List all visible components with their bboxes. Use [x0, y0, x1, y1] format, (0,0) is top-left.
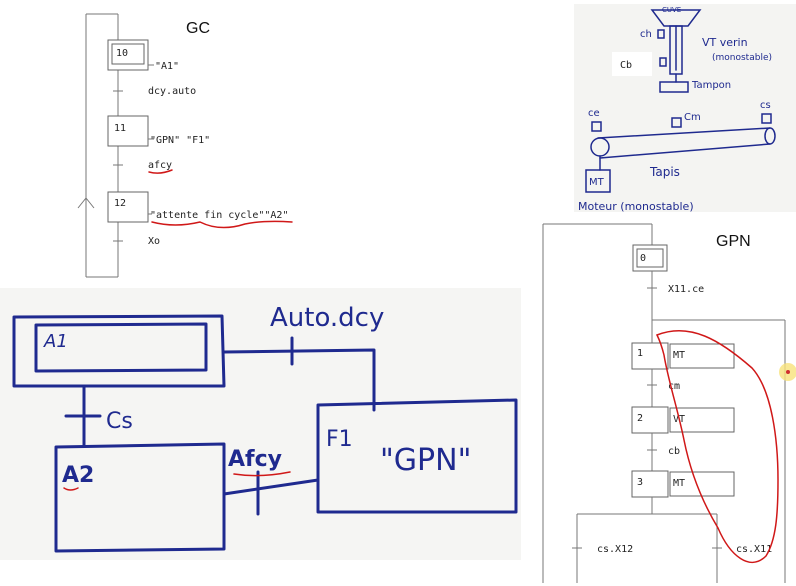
- sketch-f1-label: F1: [326, 427, 353, 452]
- system-ch-label: ch: [640, 29, 652, 40]
- system-tapis-label: Tapis: [649, 165, 680, 179]
- gpn-transition-5: cs.X11: [736, 544, 772, 555]
- sketch-label-auto-dcy: Auto.dcy: [270, 303, 384, 333]
- gc-step-11-action: "GPN" "F1": [150, 135, 210, 146]
- system-cs-sensor: [761, 113, 772, 124]
- gc-step-10-action: "A1": [155, 61, 179, 72]
- system-vt-sub: (monostable): [712, 53, 772, 63]
- system-tank-label: CUVE: [662, 6, 681, 14]
- gpn-red-highlight: [655, 330, 779, 563]
- gc-step-12-num: 12: [114, 198, 126, 209]
- gc-step-12-action: "attente fin cycle""A2": [150, 210, 288, 221]
- gpn-step-2-num: 2: [637, 413, 643, 424]
- system-tank: [650, 9, 702, 27]
- system-motor: [585, 169, 611, 193]
- sketch-a1-label: A1: [43, 331, 68, 352]
- gpn-step-3: [631, 470, 669, 498]
- gpn-action-3-text: MT: [673, 478, 685, 489]
- system-tampon: [659, 81, 689, 93]
- system-sketch: CUVE ch Cb VT verin (monostable) Tampon …: [574, 4, 796, 213]
- gpn-transition-3: cb: [668, 446, 680, 457]
- gpn-action-3: [669, 471, 735, 497]
- system-conveyor: [597, 127, 771, 159]
- sketch-label-cs: Cs: [106, 409, 133, 434]
- gc-underline-afcy: [148, 169, 173, 174]
- gc-step-11: [107, 115, 149, 147]
- gpn-action-1-text: MT: [673, 350, 685, 361]
- system-cm-label: Cm: [684, 112, 701, 123]
- gc-transition-1: dcy.auto: [148, 86, 196, 97]
- gpn-transition-1: X11.ce: [668, 284, 704, 295]
- gc-step-10-num: 10: [116, 48, 128, 59]
- gpn-step-0-num: 0: [640, 253, 646, 264]
- sketch-paper: [0, 288, 521, 560]
- system-cm-sensor: [671, 117, 682, 128]
- gpn-step-2: [631, 406, 669, 434]
- sketch-f1-action: "GPN": [380, 443, 471, 478]
- sketch-box-f1: [316, 398, 518, 514]
- gc-title: GC: [186, 20, 210, 37]
- sketch-box-a1-inner: [34, 322, 208, 373]
- sketch-box-a2: [54, 442, 226, 553]
- system-paper: [574, 4, 796, 212]
- system-vt-label: VT verin: [702, 36, 748, 49]
- system-ce-sensor: [591, 121, 602, 132]
- gpn-grafcet: GPN 0 X11.ce 1 MT cm 2 VT cb 3: [542, 223, 796, 583]
- gpn-step-1-num: 1: [637, 348, 643, 359]
- system-ce-label: ce: [588, 108, 600, 119]
- system-cs-label: cs: [760, 100, 771, 111]
- gpn-action-1: [669, 343, 735, 369]
- gpn-transition-2: cm: [668, 381, 680, 392]
- gc-grafcet: GC 10 "A1" dcy.auto 11 "GPN" "F1" afcy 1…: [77, 13, 293, 278]
- hand-sketch: A1 Auto.dcy Cs A2 F1 "GPN" Afcy: [0, 288, 521, 560]
- sketch-a2-label: A2: [62, 463, 94, 488]
- system-cb-label: Cb: [620, 60, 632, 71]
- gc-transition-3: Xo: [148, 236, 160, 247]
- gc-underline-attente: [151, 220, 293, 229]
- system-cb-box: [612, 52, 652, 76]
- gpn-step-3-num: 3: [637, 477, 643, 488]
- gc-step-12: [107, 191, 149, 223]
- system-mt-label: MT: [589, 177, 605, 188]
- gpn-title: GPN: [716, 233, 751, 250]
- sketch-box-a1-outer: [12, 314, 226, 388]
- system-moteur-label: Moteur (monostable): [578, 200, 694, 213]
- gc-return-arrow: [77, 197, 95, 209]
- gc-step-11-num: 11: [114, 123, 126, 134]
- gc-transition-2: afcy: [148, 160, 172, 171]
- system-tampon-label: Tampon: [691, 80, 731, 91]
- sketch-label-afcy: Afcy: [228, 447, 282, 472]
- gpn-transition-4: cs.X12: [597, 544, 633, 555]
